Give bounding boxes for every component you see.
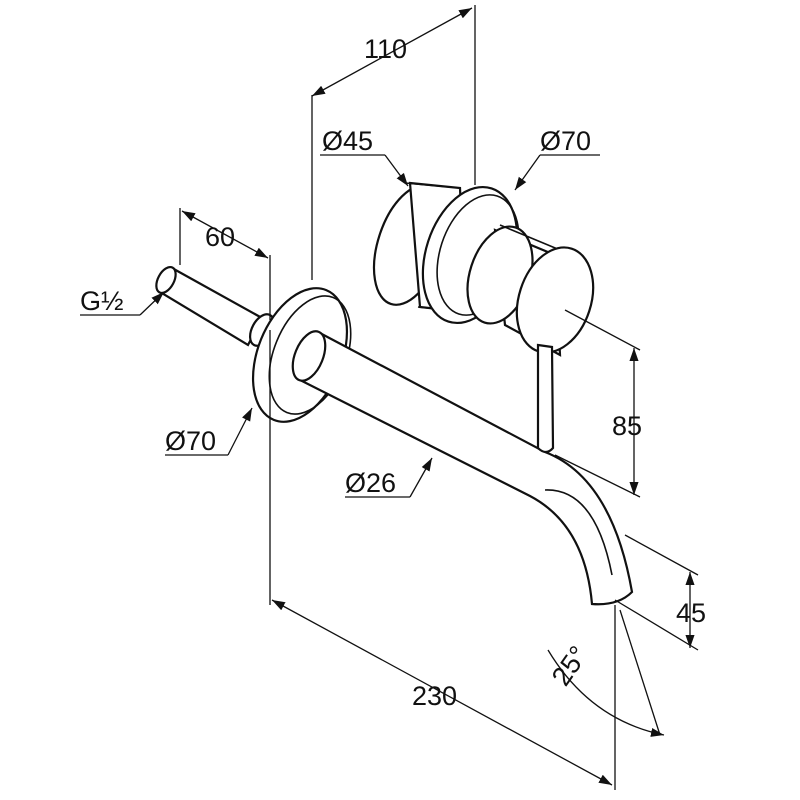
dimension-right-rosette: Ø70 — [514, 126, 600, 191]
label-d70-top: Ø70 — [540, 126, 591, 156]
dimension-45: 45 — [614, 534, 706, 651]
spout — [291, 330, 634, 606]
lever — [536, 343, 555, 454]
dimension-230: 230 — [269, 330, 613, 786]
connector-pipe — [155, 265, 276, 347]
label-d70-left: Ø70 — [165, 426, 216, 456]
label-85: 85 — [612, 411, 642, 441]
mixer-body — [372, 181, 595, 357]
label-230: 230 — [412, 681, 457, 711]
dimension-110: 110 — [311, 5, 476, 280]
dimension-thread: G½ — [80, 286, 165, 316]
dimension-left-rosette: Ø70 — [165, 407, 253, 456]
label-45: 45 — [676, 598, 706, 628]
label-25deg: 25° — [546, 640, 594, 691]
dimension-angle: 25° — [546, 605, 665, 790]
label-d26: Ø26 — [345, 468, 396, 498]
dimension-knob-diameter: Ø45 — [320, 126, 409, 187]
label-60: 60 — [205, 222, 235, 252]
dimension-85: 85 — [554, 309, 642, 498]
label-d45: Ø45 — [322, 126, 373, 156]
label-110: 110 — [364, 34, 407, 64]
label-g12: G½ — [80, 286, 124, 316]
dimension-60: 60 — [179, 208, 271, 320]
dimension-spout-diameter: Ø26 — [345, 457, 433, 498]
